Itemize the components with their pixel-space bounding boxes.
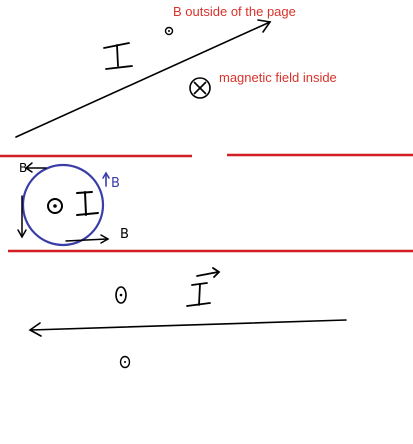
dot-out-of-page-icon-bottom [119, 355, 131, 369]
b-arrow-blue-up [102, 171, 110, 187]
central-current-symbol [76, 191, 99, 216]
dot-out-of-page-icon-lower [115, 286, 127, 304]
b-arrow-left-top [24, 162, 47, 173]
bottom-current-arrow [28, 319, 347, 337]
conductor-upper-line [0, 153, 413, 158]
lower-current-vector-symbol [186, 267, 221, 307]
dot-out-of-page-icon [164, 26, 174, 36]
top-current-symbol [103, 42, 133, 70]
field-loop-circle [21, 163, 105, 247]
b-outside-label: B outside of the page [173, 4, 296, 19]
b-label-blue: B [111, 176, 120, 191]
b-label-bottom: B [120, 227, 129, 242]
b-arrow-right-bottom [65, 234, 110, 244]
b-arrow-down-left [17, 195, 27, 239]
b-label-left: B [19, 161, 27, 175]
central-dot-out-icon [47, 198, 63, 214]
cross-into-page-icon [189, 77, 211, 99]
field-inside-label: magnetic field inside [219, 70, 337, 85]
top-current-arrow [15, 19, 272, 138]
